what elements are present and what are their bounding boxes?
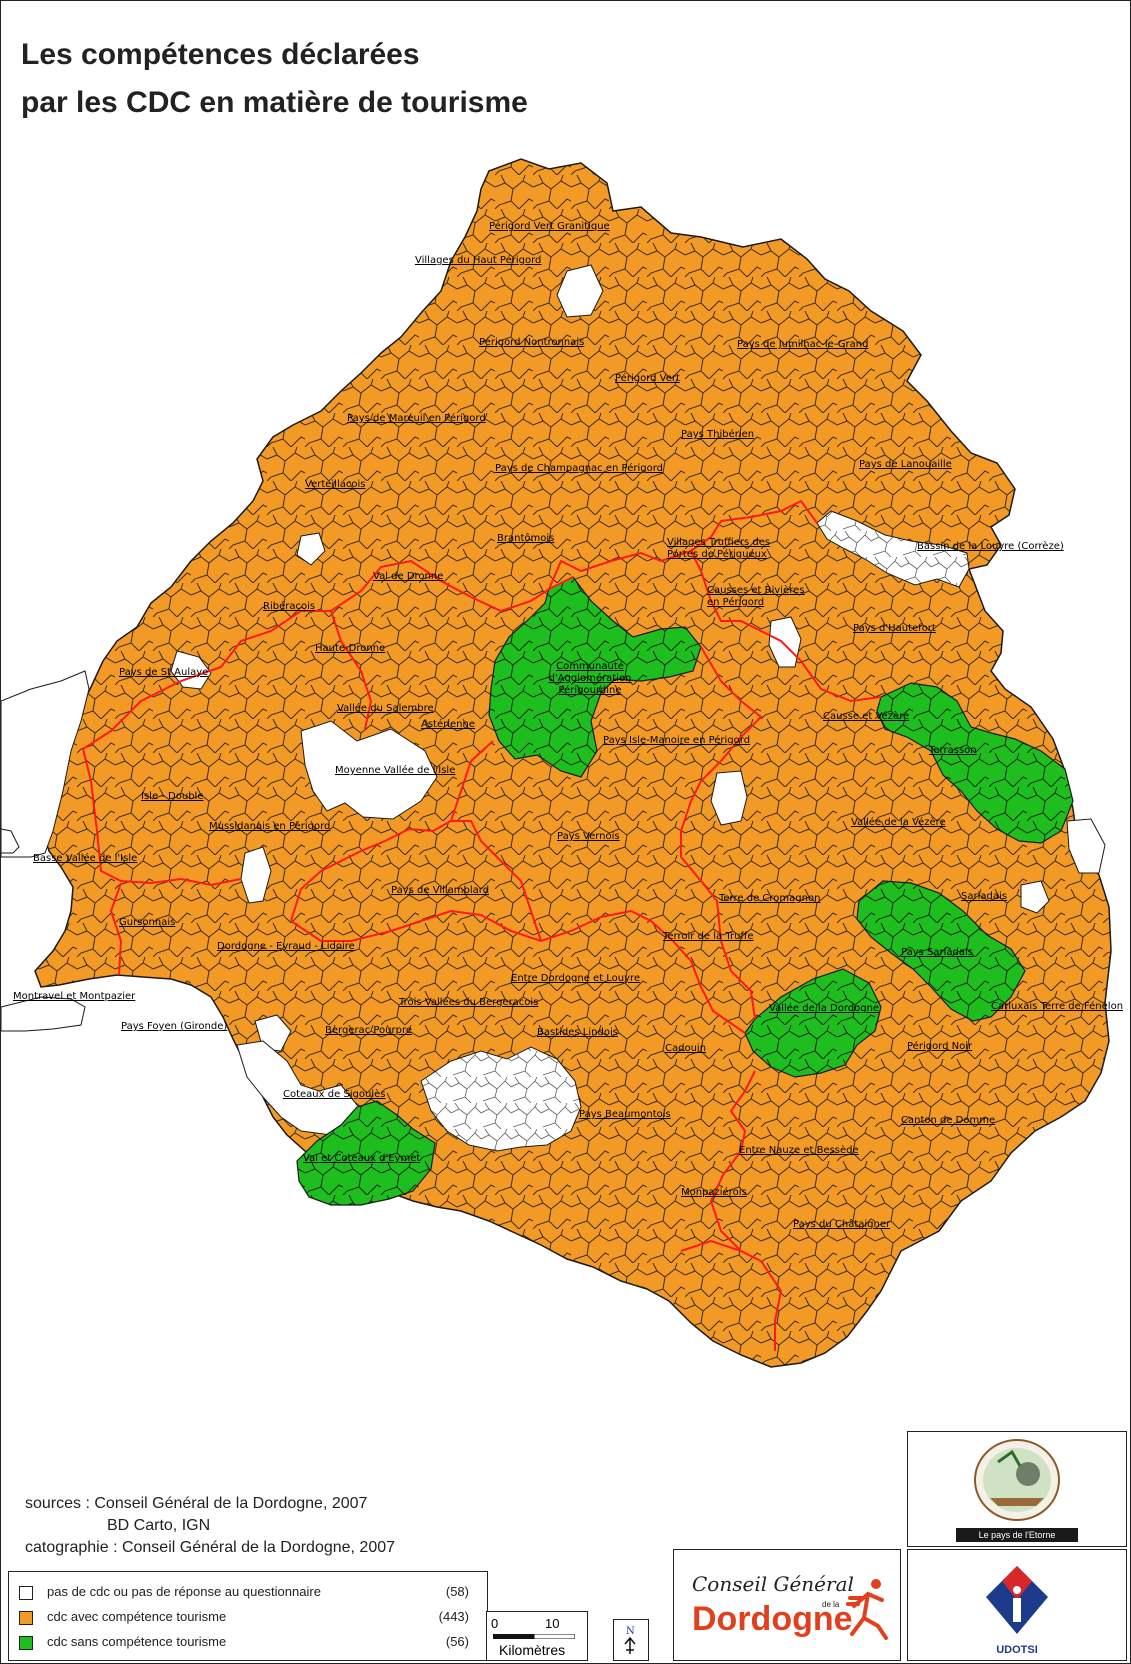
legend-count: (56): [445, 1634, 469, 1649]
cg-logo-line-1: Conseil Général: [692, 1572, 854, 1596]
cdc-label: Pays Vernois: [557, 831, 620, 842]
runner-icon: [846, 1579, 888, 1640]
cdc-label: Val de Dronne: [373, 571, 444, 582]
cdc-label: Périgord Noir: [907, 1041, 973, 1052]
cdc-label: Vallée de la Vézère: [851, 817, 946, 828]
cdc-label: Périgord Vert Granitique: [489, 221, 610, 232]
cdc-label: Moyenne Vallée de l'Isle: [335, 765, 456, 776]
cdc-label: Bastides Lindois: [537, 1027, 618, 1038]
cdc-label: Terre de Cromagnon: [719, 893, 821, 904]
cdc-label: Vallée de la Dordogne: [769, 1003, 880, 1014]
cdc-label: Pays de Champagnac en Périgord: [495, 463, 663, 474]
udotsi-caption: UDOTSI: [996, 1644, 1038, 1656]
cdc-label: Vallée du Salembre: [337, 703, 434, 714]
legend-item-without-tourism: cdc sans compétence tourisme (56): [19, 1632, 479, 1654]
cdc-label: Cadouin: [665, 1043, 707, 1054]
pays-etorne-logo: Le pays de l'Etorne: [907, 1431, 1127, 1547]
udotsi-logo: UDOTSI: [907, 1549, 1127, 1661]
cdc-label: Terroir de la Truffe: [663, 931, 754, 942]
cdc-label: Périgord Vert: [615, 373, 680, 384]
etorne-emblem-icon: [974, 1439, 1060, 1521]
cdc-label: Val et Coteaux d'Eymet: [303, 1153, 421, 1164]
legend-swatch-green: [19, 1636, 33, 1650]
cdc-label: Pays d'Hautefort: [853, 623, 936, 634]
title-line-2: par les CDC en matière de tourisme: [21, 86, 528, 119]
map-title: Les compétences déclarées par les CDC en…: [21, 31, 528, 127]
etorne-caption: Le pays de l'Etorne: [956, 1528, 1078, 1542]
scale-zero: 0: [491, 1616, 499, 1631]
cdc-label: Pays de Mareuil en Périgord: [347, 413, 486, 424]
cdc-label: Pays Beaumontois: [579, 1109, 671, 1120]
sources-block: sources : Conseil Général de la Dordogne…: [25, 1493, 395, 1559]
cdc-label: Isle - Double: [141, 791, 204, 802]
scale-unit: Kilomètres: [499, 1642, 566, 1658]
cdc-label: Pays Sarladais: [901, 947, 973, 958]
cdc-label: Causses et Rivières en Périgord: [707, 585, 805, 608]
cdc-label: Pays de Jumilhac-le-Grand: [737, 339, 869, 350]
cdc-label: Canton de Domme: [901, 1115, 996, 1126]
cdc-label: Villages du Haut Périgord: [415, 255, 542, 266]
cdc-label: Périgord Nontronnais: [479, 337, 585, 348]
cdc-label: Coteaux de Sigoulès: [283, 1089, 386, 1100]
legend-label: cdc avec compétence tourisme: [47, 1609, 227, 1624]
cdc-label: Astérienne: [421, 719, 475, 730]
scale-bar-graphic: [493, 1634, 575, 1639]
cdc-label: Pays Isle-Manoire en Périgord: [603, 735, 751, 746]
cdc-label: Brantômois: [497, 533, 555, 544]
cdc-label: Gursonnais: [119, 917, 176, 928]
cdc-label: Montravel et Montpazier: [13, 991, 136, 1002]
legend-count: (58): [445, 1584, 469, 1599]
tourist-info-icon: [986, 1566, 1048, 1634]
cdc-label: Mussidanais en Périgord: [209, 821, 331, 832]
legend-swatch-orange: [19, 1611, 33, 1625]
cdc-label: Pays Foyen (Gironde): [121, 1021, 228, 1032]
cdc-label: Dordogne - Eyraud - Lidoire: [217, 941, 355, 952]
legend-swatch-white: [19, 1586, 33, 1600]
scale-ten: 10: [545, 1616, 560, 1631]
cdc-label: Pays du Châtaigner: [793, 1219, 891, 1230]
cg-logo-line-2: Dordogne: [692, 1600, 853, 1638]
cdc-label: Monpaziérois: [681, 1187, 747, 1198]
legend-label: pas de cdc ou pas de réponse au question…: [47, 1584, 321, 1599]
title-line-1: Les compétences déclarées: [21, 38, 420, 71]
cdc-label: Terrasson: [929, 745, 977, 756]
cdc-label: Pays Thibérien: [681, 429, 755, 440]
cdc-label: Carluxais Terre de Fénelon: [991, 1001, 1124, 1012]
cdc-label: Sarladais: [961, 891, 1007, 902]
north-label: N: [626, 1626, 635, 1637]
legend-item-no-cdc: pas de cdc ou pas de réponse au question…: [19, 1582, 479, 1604]
cdc-label: Trois Vallées du Bergeracois: [399, 997, 539, 1008]
cdc-label: Villages Truffiers des Portes de Périgue…: [667, 537, 771, 560]
cdc-label: Bergerac Pourpre: [325, 1025, 412, 1036]
cdc-label: Ribéracois: [263, 601, 316, 612]
map-svg: [1, 158, 1112, 1368]
legend-count: (443): [438, 1609, 469, 1624]
north-arrow: N: [613, 1619, 649, 1661]
cdc-label: Pays de Lanouaille: [859, 459, 952, 470]
legend-label: cdc sans compétence tourisme: [47, 1634, 227, 1649]
cdc-label: Pays de St Aulaye: [119, 667, 209, 678]
cdc-label: Pays de Villamblard: [391, 885, 490, 896]
cdc-label: Verteillacois: [305, 479, 366, 490]
conseil-general-logo: Conseil Général Dordogne de la: [673, 1549, 901, 1661]
dordogne-map: Périgord Vert Granitique Villages du Hau…: [1, 141, 1130, 1411]
legend-item-with-tourism: cdc avec compétence tourisme (443): [19, 1607, 479, 1629]
cg-logo-small: de la: [822, 1600, 840, 1609]
sources-line-2: BD Carto, IGN: [107, 1517, 211, 1534]
cdc-label: Communauté d'Agglomération Périgourdine: [548, 661, 632, 696]
cdc-label: Basse Vallée de l'Isle: [33, 853, 138, 864]
cdc-label: Haute-Dronne: [315, 643, 386, 654]
sources-line-3: catographie : Conseil Général de la Dord…: [25, 1539, 396, 1556]
scale-bar: 0 10 Kilomètres: [486, 1611, 588, 1661]
legend: pas de cdc ou pas de réponse au question…: [8, 1571, 488, 1661]
cdc-label: Causse et Vézère: [823, 711, 910, 722]
north-arrow-icon: N: [624, 1626, 636, 1654]
red-boundaries: [82, 499, 882, 1351]
sources-line-1: sources : Conseil Général de la Dordogne…: [25, 1495, 368, 1512]
cdc-label: Bassin de la Louyre (Corrèze): [917, 541, 1064, 552]
cdc-label: Entre Nauze et Bessède: [739, 1145, 859, 1156]
cdc-label: Entre Dordogne et Louyre: [511, 973, 641, 984]
